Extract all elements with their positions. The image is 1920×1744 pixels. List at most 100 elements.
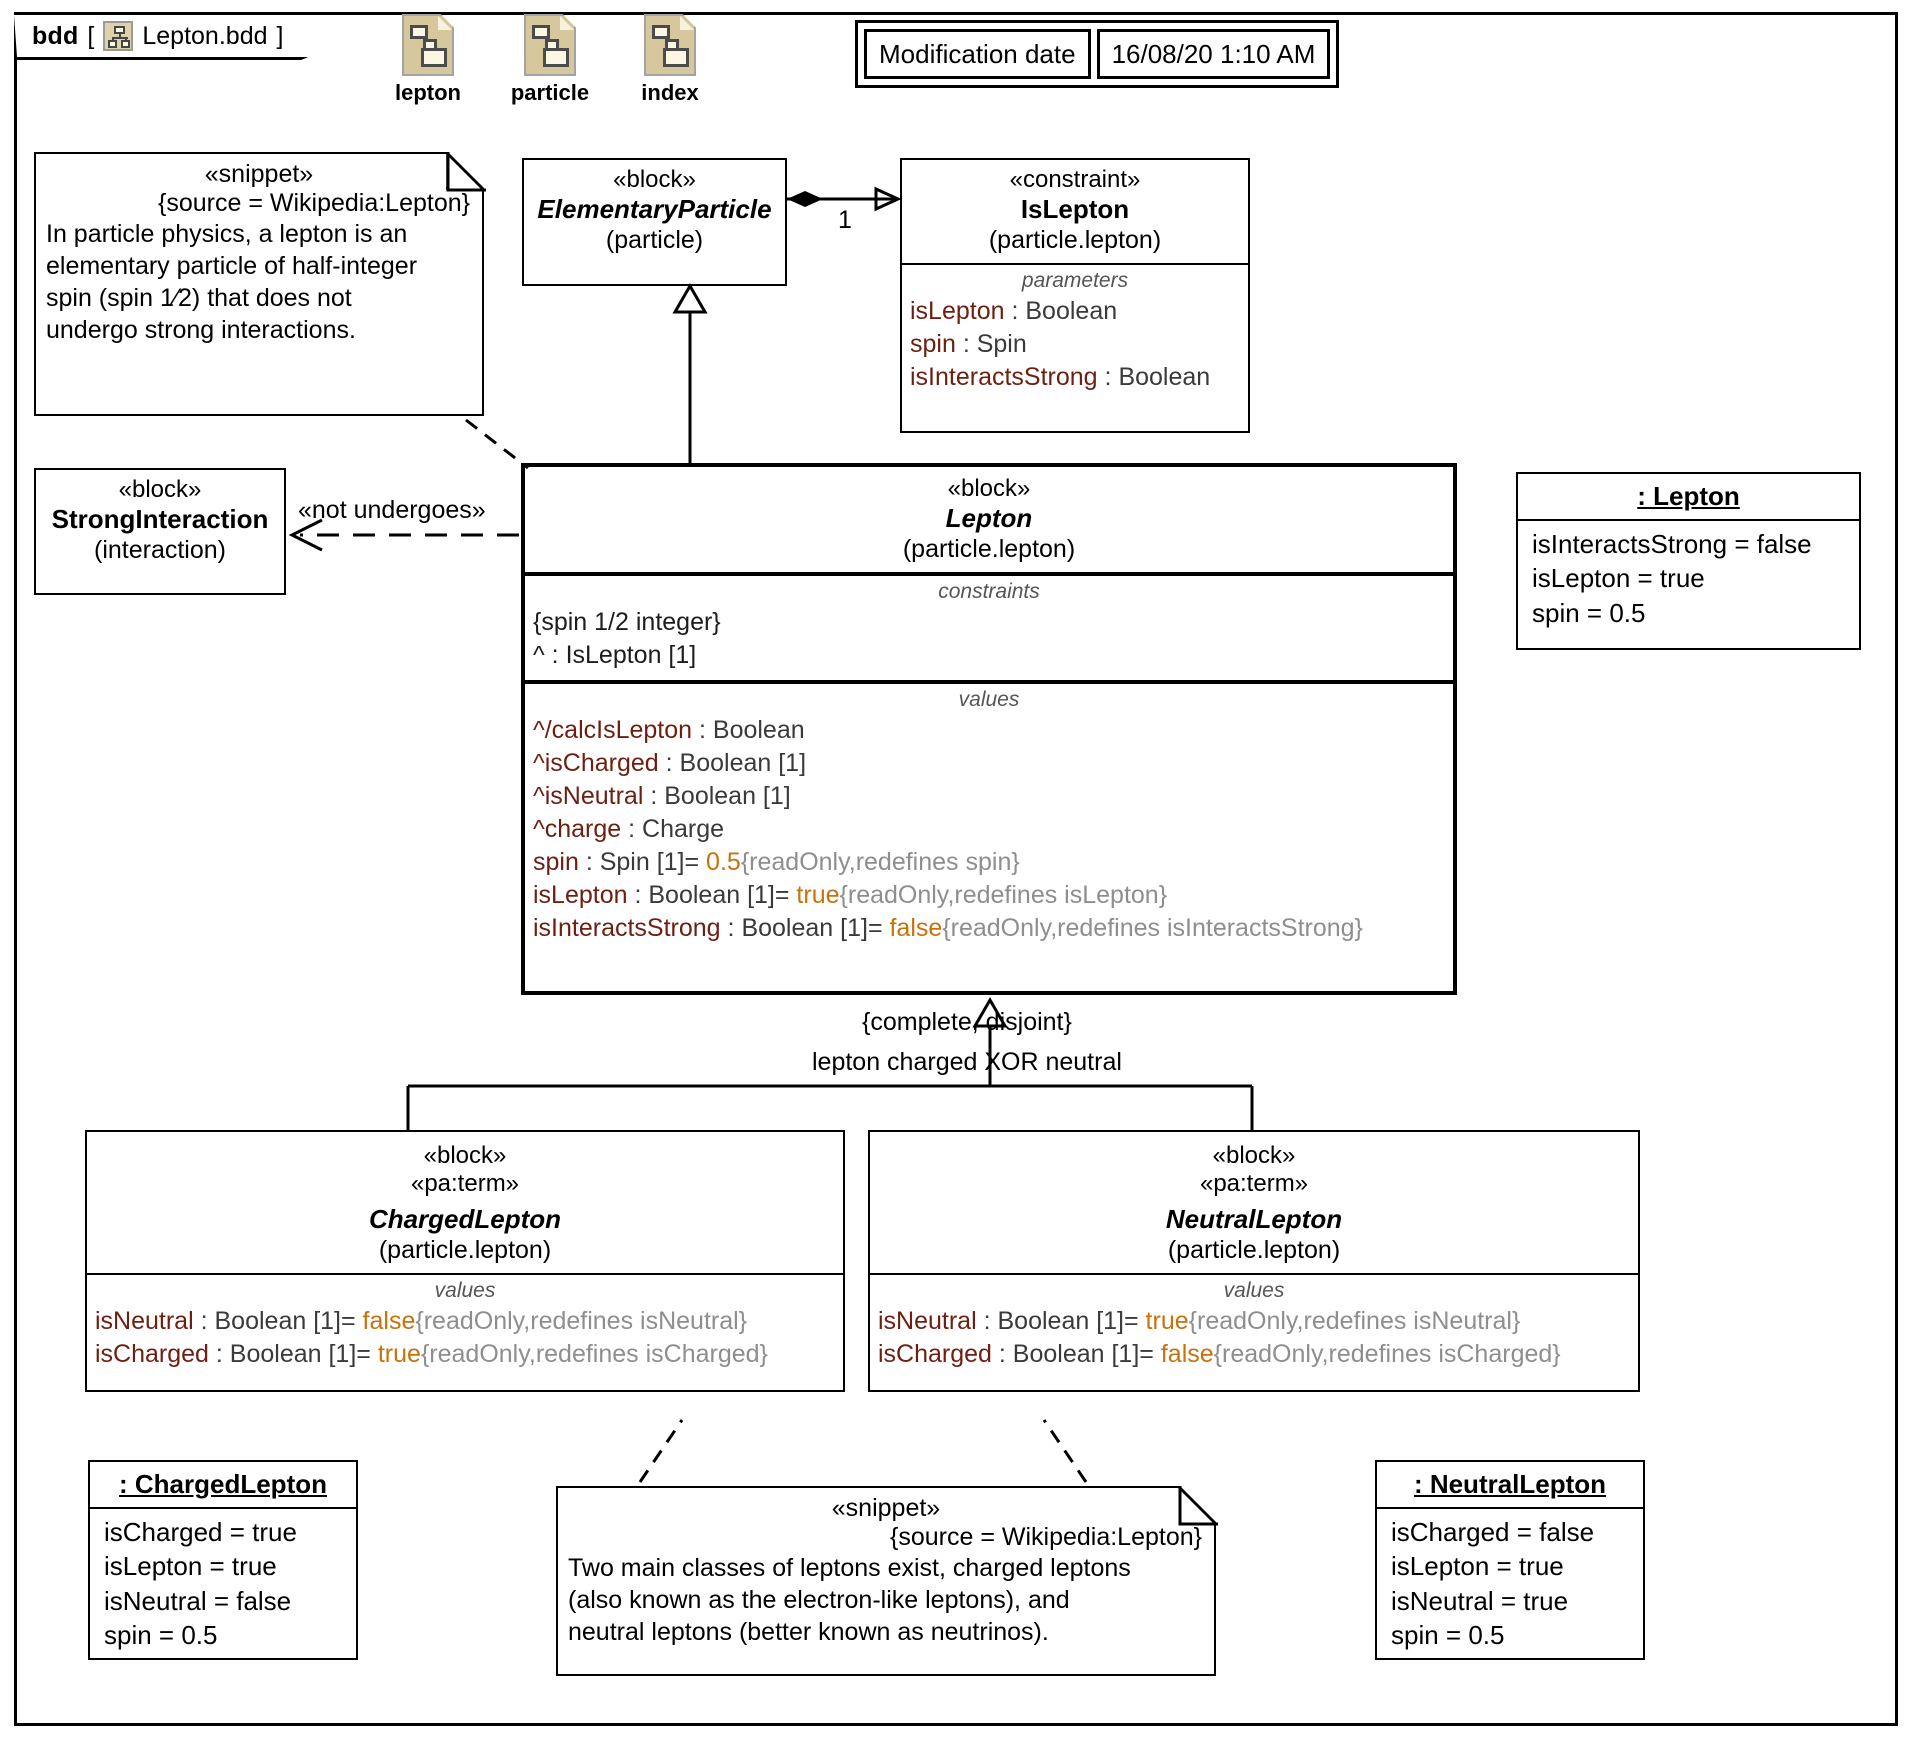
value-modifiers: {readOnly,redefines isNeutral}	[415, 1306, 748, 1335]
package-lepton[interactable]: lepton	[368, 14, 488, 106]
instance-neutral-lepton[interactable]: : NeutralLepton isCharged = false isLept…	[1375, 1460, 1645, 1660]
value-sep: :	[193, 1306, 215, 1335]
constraint-row: {spin 1/2 integer}	[533, 608, 721, 637]
value-row: isInteractsStrong : Boolean [1]= false{r…	[533, 912, 1445, 945]
compartment-label-parameters: parameters	[1021, 269, 1129, 293]
parameter-name: spin	[910, 330, 956, 359]
note-source: {source = Wikipedia:Lepton}	[889, 1523, 1202, 1551]
compartment-label-constraints: constraints	[938, 580, 1040, 604]
block-strong-interaction[interactable]: «block» StrongInteraction (interaction)	[34, 468, 286, 595]
value-sep: :	[692, 716, 713, 745]
note-keyword: «snippet»	[831, 1494, 941, 1522]
generalization-constraint-label: {complete, disjoint}	[862, 1008, 1072, 1036]
package-icon	[524, 14, 576, 76]
parameter-sep: :	[1004, 297, 1026, 326]
value-literal: 0.5	[706, 848, 741, 877]
instance-title: : NeutralLepton	[1413, 1469, 1607, 1499]
instance-slot: isLepton = true	[1391, 1551, 1564, 1582]
instance-lepton[interactable]: : Lepton isInteractsStrong = false isLep…	[1516, 472, 1861, 650]
value-type: Boolean [1]	[679, 749, 807, 778]
block-elementary-particle[interactable]: «block» ElementaryParticle (particle)	[522, 158, 787, 286]
parameter-row: isInteractsStrong : Boolean	[910, 361, 1240, 394]
value-literal: false	[362, 1306, 416, 1335]
modification-date-value: 16/08/20 1:10 AM	[1096, 29, 1331, 79]
instance-slot: isLepton = true	[1532, 563, 1705, 594]
value-sep: :	[643, 782, 665, 811]
instance-slot: isCharged = false	[1391, 1517, 1595, 1547]
parameter-name: isInteractsStrong	[910, 363, 1098, 392]
not-undergoes-label: «not undergoes»	[298, 496, 486, 524]
block-neutral-lepton[interactable]: «block» «pa:term» NeutralLepton (particl…	[868, 1130, 1640, 1392]
package-icon	[644, 14, 696, 76]
value-type: Boolean [1]	[997, 1306, 1125, 1335]
value-name: spin	[533, 848, 579, 877]
value-eq: =	[356, 1339, 378, 1368]
compartment-label-values: values	[434, 1278, 496, 1302]
block-name: StrongInteraction	[51, 503, 269, 534]
value-type: Charge	[642, 815, 725, 844]
value-type: Boolean [1]	[1012, 1339, 1140, 1368]
diagram-header-tab: bdd [ Lepton.bdd ]	[14, 12, 344, 60]
value-row: isLepton : Boolean [1]= true{readOnly,re…	[533, 879, 1445, 912]
value-sep: :	[627, 881, 649, 910]
value-literal: false	[1160, 1339, 1214, 1368]
value-row: isNeutral : Boolean [1]= true{readOnly,r…	[878, 1305, 1630, 1338]
value-sep: :	[658, 749, 680, 778]
value-name: isLepton	[533, 881, 628, 910]
bracket-open: [	[87, 21, 95, 50]
value-type: Boolean [1]	[214, 1306, 342, 1335]
block-qualifier: (interaction)	[94, 536, 226, 565]
tab-shape-fill	[14, 12, 344, 60]
value-type: Boolean [1]	[664, 782, 791, 811]
block-name: ChargedLepton	[368, 1203, 562, 1234]
instance-charged-lepton[interactable]: : ChargedLepton isCharged = true isLepto…	[88, 1460, 358, 1660]
instance-slot: isInteractsStrong = false	[1532, 529, 1812, 559]
package-label: index	[641, 80, 699, 105]
value-name: isCharged	[878, 1339, 992, 1368]
modification-date-label: Modification date	[864, 29, 1091, 79]
value-modifiers: {readOnly,redefines isLepton}	[839, 881, 1168, 910]
generalization-note-label: lepton charged XOR neutral	[812, 1048, 1122, 1076]
block-qualifier: (particle)	[605, 226, 704, 255]
value-row: isCharged : Boolean [1]= false{readOnly,…	[878, 1338, 1630, 1371]
value-literal: true	[796, 881, 840, 910]
value-name: isInteractsStrong	[533, 914, 721, 943]
value-eq: =	[774, 881, 797, 910]
value-literal: true	[1145, 1306, 1189, 1335]
note-bottom-snippet: «snippet» {source = Wikipedia:Lepton} Tw…	[556, 1486, 1216, 1676]
package-label: lepton	[395, 80, 461, 105]
note-line: undergo strong interactions.	[46, 316, 356, 344]
note-line: elementary particle of half-integer	[46, 252, 418, 280]
value-row: ^charge : Charge	[533, 813, 1445, 846]
block-qualifier: (particle.lepton)	[378, 1235, 552, 1264]
package-particle[interactable]: particle	[490, 14, 610, 106]
note-source: {source = Wikipedia:Lepton}	[157, 189, 470, 217]
instance-slot: spin = 0.5	[1391, 1619, 1505, 1650]
block-keyword: «block»	[118, 476, 202, 503]
package-icon	[402, 14, 454, 76]
note-keyword: «snippet»	[204, 160, 314, 188]
value-eq: =	[684, 848, 707, 877]
block-is-lepton-constraint[interactable]: «constraint» IsLepton (particle.lepton) …	[900, 158, 1250, 433]
block-keyword-2: «pa:term»	[1199, 1169, 1309, 1197]
package-index[interactable]: index	[610, 14, 730, 106]
block-keyword: «block»	[613, 166, 696, 193]
block-keyword: «block»	[947, 475, 1031, 502]
block-name: ElementaryParticle	[537, 193, 772, 224]
value-eq: =	[1139, 1339, 1161, 1368]
block-charged-lepton[interactable]: «block» «pa:term» ChargedLepton (particl…	[85, 1130, 845, 1392]
instance-title: : Lepton	[1637, 481, 1740, 511]
block-keyword: «block»	[423, 1142, 507, 1169]
note-line: spin (spin 1⁄2) that does not	[46, 284, 352, 312]
parameter-sep: :	[1097, 363, 1119, 392]
block-lepton[interactable]: «block» Lepton (particle.lepton) constra…	[521, 463, 1457, 995]
bracket-close: ]	[276, 21, 284, 50]
value-name: isNeutral	[878, 1306, 977, 1335]
value-sep: :	[578, 848, 600, 877]
value-sep: :	[720, 914, 742, 943]
value-modifiers: {readOnly,redefines spin}	[740, 848, 1020, 877]
value-type: Spin [1]	[599, 848, 685, 877]
value-modifiers: {readOnly,redefines isCharged}	[420, 1339, 768, 1368]
block-qualifier: (particle.lepton)	[1167, 1235, 1341, 1264]
value-row: ^/calcIsLepton : Boolean	[533, 714, 1445, 747]
